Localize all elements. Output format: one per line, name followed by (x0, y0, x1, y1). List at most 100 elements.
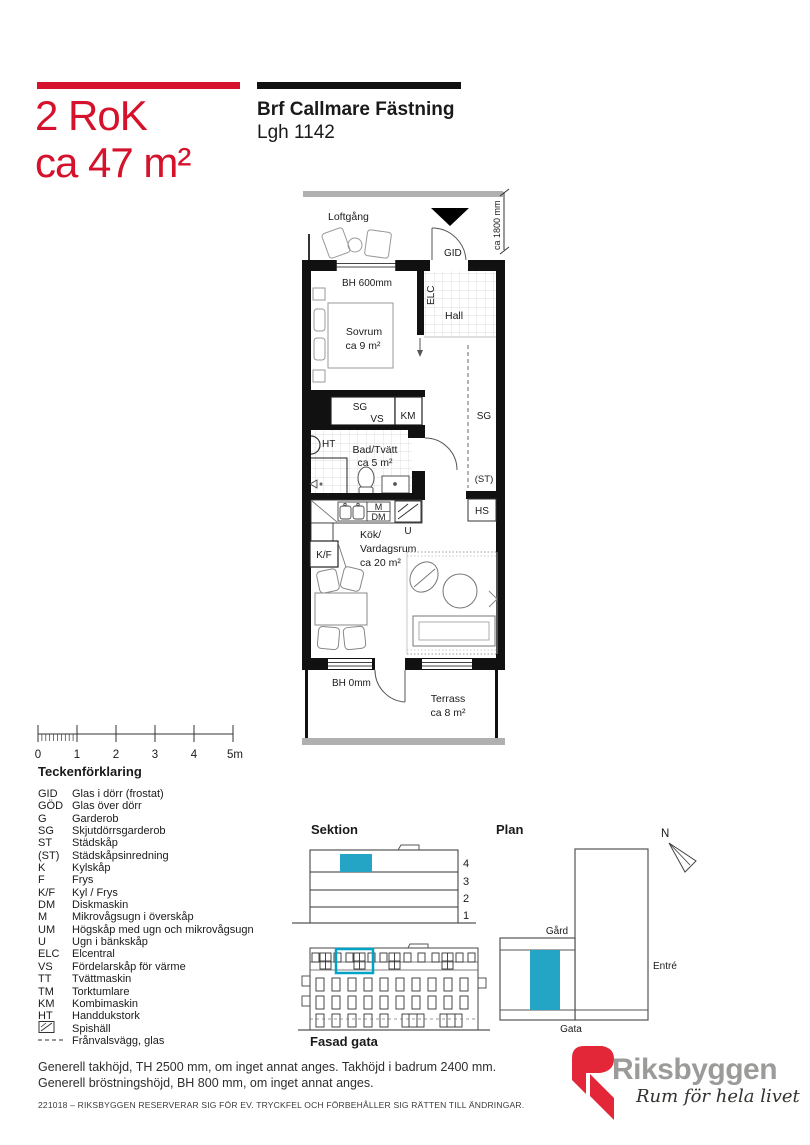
legend-abbr: VS (38, 960, 53, 973)
entre-label: Entré (653, 961, 677, 972)
tv-chevron-icon (488, 590, 498, 608)
kf-label: K/F (316, 550, 332, 561)
legend-abbr: TM (38, 985, 54, 998)
walkway-edge (303, 191, 503, 197)
entry-door-label: GID (444, 248, 462, 259)
bedroom-wall (417, 271, 424, 335)
bedroom-window (335, 260, 397, 271)
floor-label-3: 3 (463, 876, 469, 888)
round-table (442, 573, 478, 609)
terrace-door-opening (375, 658, 405, 670)
apartment-title: 2 RoK ca 47 m² (35, 92, 191, 187)
living-area (406, 551, 498, 655)
hob-legend-icon (38, 1021, 72, 1036)
apartment-facade-highlight (334, 947, 375, 975)
legend-abbr: U (38, 936, 46, 949)
towel-dryer-icon (310, 435, 321, 455)
legend-abbr: G (38, 812, 47, 825)
legend-abbr: F (38, 874, 45, 887)
gard-label: Gård (546, 925, 568, 937)
kitchen-label-1: Kök/ (360, 529, 381, 541)
m-label: M (375, 502, 383, 512)
black-accent-bar (257, 82, 461, 89)
disclaimer: 221018 – RIKSBYGGEN RESERVERAR SIG FÖR E… (38, 1100, 525, 1110)
bathroom-door (424, 437, 458, 471)
armchair (409, 561, 439, 593)
floor-drain-icon (309, 479, 323, 489)
legend-desc: Högskåp med ugn och mikrovågsugn (72, 923, 254, 936)
sg-vs-sg-label: SG (353, 402, 368, 413)
sg-vs-vs-label: VS (370, 414, 384, 425)
legend-abbr: K (38, 862, 46, 875)
north-label: N (661, 828, 669, 840)
hs-label: HS (475, 506, 489, 517)
entrance-door (431, 227, 467, 263)
red-accent-bar (37, 82, 240, 89)
sofa (412, 615, 496, 647)
washer-km (394, 396, 423, 426)
north-arrow-icon (668, 842, 697, 873)
facade-windows-bottom (315, 1013, 463, 1028)
terrace-area-label: ca 8 m² (430, 707, 466, 719)
terrace-label: Terrass (431, 693, 465, 705)
roof-detail (397, 844, 420, 851)
scale-tick-4: 4 (191, 749, 198, 761)
legend-abbr: (ST) (38, 849, 60, 862)
floor-label-4: 4 (463, 858, 469, 870)
legend-desc: Elcentral (72, 948, 115, 961)
legend-abbr: ELC (38, 948, 60, 961)
scale-tick-1: 1 (74, 749, 80, 761)
legend-abbr: KM (38, 997, 55, 1010)
bedroom-entry-arrow (417, 338, 423, 357)
dimension-1800-label: ca 1800 mm (492, 200, 502, 250)
apartment-type: 2 RoK (35, 92, 148, 139)
sektion-diagram: 4 3 2 1 (292, 844, 476, 924)
legend-desc: Diskmaskin (72, 899, 129, 912)
floorplan-drawing: ca 1800 mm Loftgång GID (302, 188, 510, 745)
sektion-title: Sektion (311, 822, 358, 837)
scale-tick-5: 5m (227, 749, 243, 761)
legend-abbr: SG (38, 825, 54, 838)
hall-floor (424, 271, 496, 337)
washbasin (381, 475, 410, 494)
entrance-arrow-icon (431, 208, 469, 226)
riksbyggen-tagline: Rum för hela livet (636, 1086, 800, 1107)
legend-desc: Kyl / Frys (72, 886, 118, 899)
legend-abbr: GID (38, 788, 58, 800)
bedroom-label: Sovrum (346, 326, 382, 338)
bathroom-label: Bad/Tvätt (353, 444, 398, 456)
dm-label: DM (372, 512, 386, 522)
roof-detail (407, 943, 429, 949)
gata-label: Gata (560, 1024, 582, 1035)
note-line-1: Generell takhöjd, TH 2500 mm, om inget a… (38, 1060, 497, 1074)
riksbyggen-logo-icon (572, 1046, 614, 1120)
facade-windows-middle (315, 977, 469, 1010)
legend-abbr: HT (38, 1010, 53, 1023)
legend-desc: Garderob (72, 812, 119, 825)
legend-desc: Tvättmaskin (72, 973, 132, 986)
apartment-number: Lgh 1142 (257, 122, 335, 143)
plan-title: Plan (496, 822, 524, 837)
living-window-right (422, 659, 472, 669)
kitchen-counter (310, 499, 423, 542)
legend-desc: Frånvalsvägg, glas (72, 1034, 165, 1047)
toilet (357, 466, 375, 495)
entry-opening (430, 260, 468, 271)
legend-desc: Mikrovågsugn i överskåp (72, 911, 194, 924)
legend-desc: Glas över dörr (72, 800, 142, 813)
dashed-wall-legend-icon (38, 1035, 72, 1047)
legend-abbr: DM (38, 899, 56, 912)
legend-abbr: GÖD (38, 800, 64, 813)
wardrobe-sg-vs (330, 396, 396, 426)
legend-desc: Glas i dörr (frostat) (72, 788, 164, 800)
legend-abbr: M (38, 911, 48, 924)
scale-tick-2: 2 (113, 749, 119, 761)
sg-right-label: SG (477, 411, 492, 422)
scale-bar: 0 1 2 3 4 5m (35, 725, 243, 761)
walkway-furniture (308, 227, 392, 260)
u-label: U (404, 526, 411, 537)
apartment-area: ca 47 m² (35, 139, 191, 187)
building-tower (574, 848, 649, 1021)
